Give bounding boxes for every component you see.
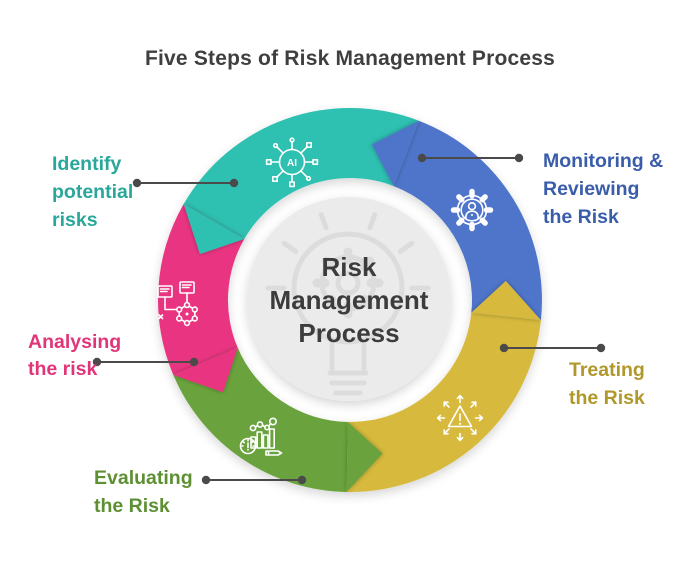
step-label-identify: Identify potential risks	[52, 153, 134, 231]
arrowhead-evaluating	[346, 422, 383, 492]
chart-gauge-icon	[239, 417, 283, 456]
step-label-analysing: Analysing the risk	[28, 331, 122, 380]
arrowhead-treating	[471, 280, 541, 321]
ai-circuit-icon: AI	[265, 137, 319, 188]
lightbulb-gear-watermark	[265, 212, 431, 396]
dot	[229, 178, 239, 188]
gear-user-icon	[450, 188, 494, 232]
dot	[297, 475, 307, 485]
dot	[417, 153, 427, 163]
center-circle	[247, 197, 451, 401]
dot	[132, 178, 142, 188]
dot	[499, 343, 509, 353]
dot	[201, 475, 211, 485]
step-label-monitoring: Monitoring & Reviewing the Risk	[543, 150, 664, 228]
connector-dots	[92, 153, 606, 485]
dot	[514, 153, 524, 163]
dot	[92, 357, 102, 367]
segment-analysing	[158, 204, 245, 375]
arrowheads	[173, 120, 541, 492]
arrowhead-analysing	[173, 347, 238, 393]
arrowhead-monitoring	[371, 120, 419, 187]
dot	[189, 357, 199, 367]
dot	[596, 343, 606, 353]
step-label-evaluating: Evaluating the Risk	[94, 467, 193, 517]
step-label-treating: Treating the Risk	[569, 359, 645, 409]
network-documents-icon	[157, 281, 198, 327]
svg-text:AI: AI	[287, 158, 297, 169]
connectors	[97, 157, 601, 481]
segment-identify	[183, 107, 419, 239]
center-label: Risk Management Process	[269, 252, 429, 348]
warning-arrows-icon	[436, 394, 484, 442]
arrowhead-identify	[183, 204, 245, 255]
diagram-title: Five Steps of Risk Management Process	[144, 47, 556, 70]
